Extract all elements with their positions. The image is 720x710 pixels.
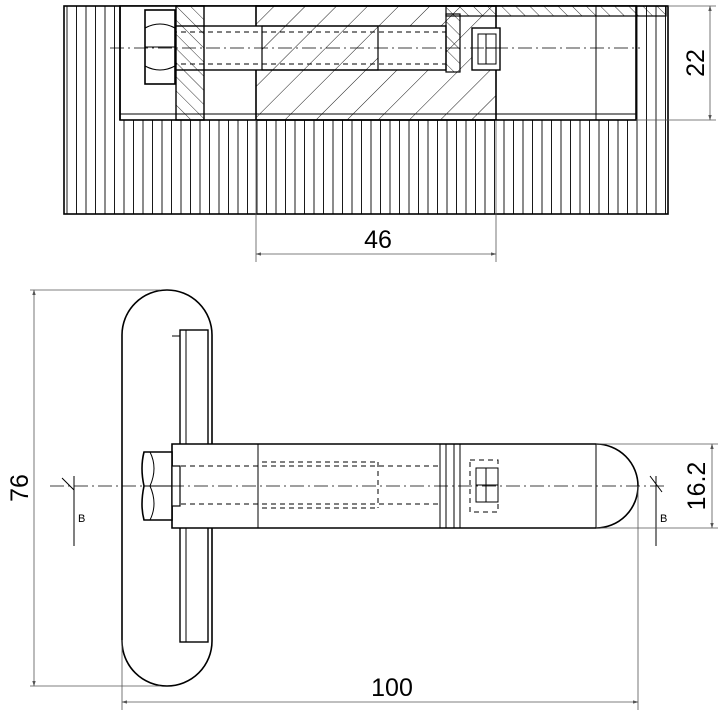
- dim-22-label: 22: [682, 49, 710, 77]
- top-section-view: [63, 5, 669, 215]
- head-plate: [175, 5, 205, 121]
- dimension-76: 76: [6, 289, 160, 687]
- dim-76-label: 76: [6, 474, 34, 502]
- dimension-22: 22: [636, 5, 716, 121]
- section-label-right: B: [660, 513, 667, 525]
- dimension-16-2: 16.2: [596, 443, 718, 529]
- collar: [445, 13, 461, 73]
- dim-46-label: 46: [364, 226, 392, 254]
- section-label-left: B: [78, 513, 85, 525]
- dim-100-label: 100: [371, 674, 413, 702]
- section-mark-left: B: [61, 476, 85, 546]
- section-mark-right: B: [649, 475, 667, 546]
- dim-16-2-label: 16.2: [683, 462, 711, 511]
- dimension-46: 46: [255, 120, 497, 262]
- bottom-view: B B: [50, 289, 668, 687]
- dimension-100: 100: [121, 486, 639, 710]
